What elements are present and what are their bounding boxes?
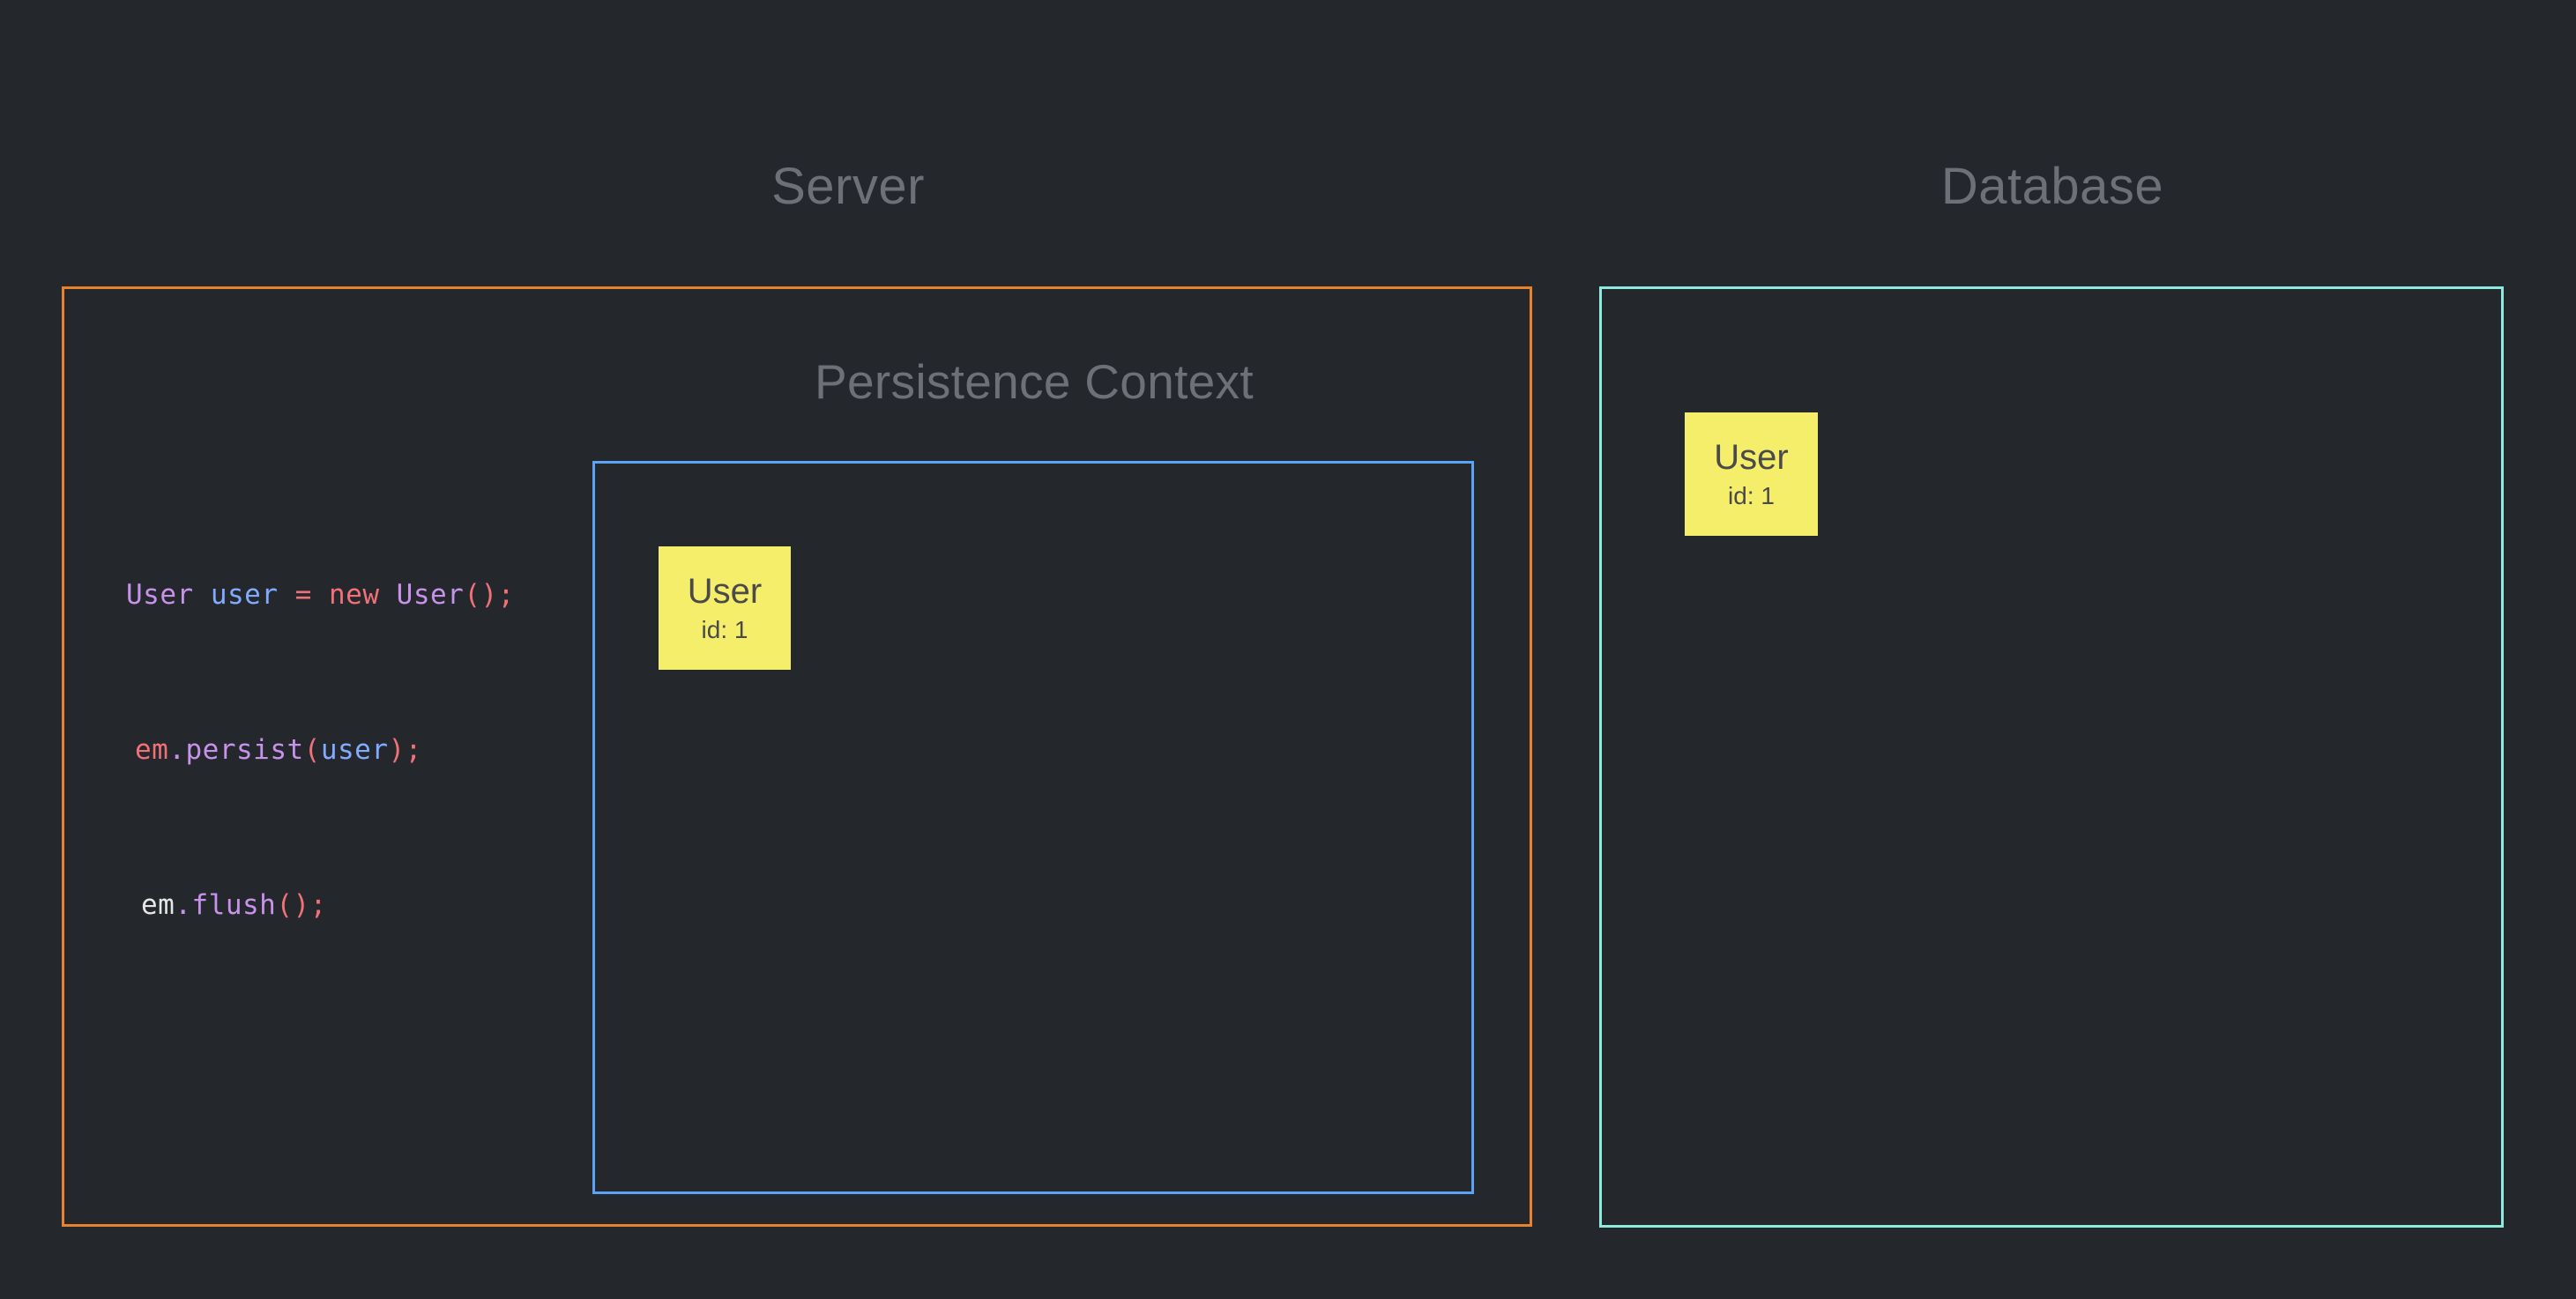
code-token: User: [126, 579, 194, 611]
code-token: [380, 579, 397, 611]
entity-note-id: id: 1: [1728, 482, 1775, 510]
code-token: .: [175, 889, 192, 921]
entity-note-persistence-context: User id: 1: [659, 546, 791, 670]
server-region-title: Server: [771, 158, 925, 215]
entity-note-title: User: [687, 572, 763, 612]
entity-note-database: User id: 1: [1685, 412, 1818, 536]
code-token: );: [388, 734, 422, 766]
code-token: User: [396, 579, 465, 611]
code-token: new: [329, 579, 380, 611]
entity-note-title: User: [1714, 438, 1789, 478]
code-line-em-flush: em.flush();: [141, 892, 327, 919]
persistence-context-container: [592, 461, 1474, 1194]
code-token: user: [210, 579, 279, 611]
code-token: [312, 579, 329, 611]
code-token: (: [303, 734, 321, 766]
server-container: [62, 286, 1532, 1227]
code-token: ();: [464, 579, 515, 611]
database-region-title: Database: [1940, 158, 2164, 215]
code-token: ();: [276, 889, 327, 921]
code-token: [278, 579, 294, 611]
code-line-em-persist: em.persist(user);: [135, 737, 422, 764]
code-token: user: [320, 734, 389, 766]
code-token: em: [141, 889, 175, 921]
code-token: [194, 579, 211, 611]
entity-note-id: id: 1: [701, 616, 748, 644]
code-line-new-user: User user = new User();: [126, 582, 515, 609]
code-token: persist: [185, 734, 304, 766]
code-token: flush: [191, 889, 277, 921]
database-container: [1599, 286, 2504, 1228]
persistence-context-title: Persistence Context: [815, 354, 1254, 409]
code-token: =: [294, 579, 312, 611]
code-token: em: [135, 734, 169, 766]
code-token: .: [168, 734, 186, 766]
